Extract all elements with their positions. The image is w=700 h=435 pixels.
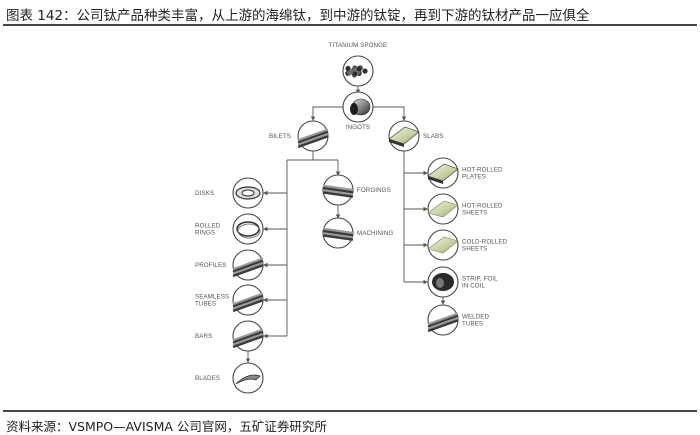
node-forgings: FORGINGS <box>322 174 391 206</box>
figure-title: 图表 142：公司钛产品种类丰富，从上游的海绵钛，到中游的钛锭，再到下游的钛材产… <box>6 8 590 24</box>
profiles-label: PROFILES <box>195 262 226 269</box>
sponge-label: TITANIUM SPONGE <box>329 42 387 49</box>
disks-label: DISKS <box>195 190 214 197</box>
strip-foil-label: STRIP, FOIL <box>462 276 498 283</box>
seamless-tubes-label: TUBES <box>195 301 216 308</box>
blades-label: BLADES <box>195 375 220 382</box>
seamless-tubes-label: SEAMLESS <box>195 294 229 301</box>
rolled-rings-label: ROLLED <box>195 223 221 230</box>
bars-label: BARS <box>195 333 212 340</box>
hot-rolled-plates-label: HOT-ROLLED <box>462 167 503 174</box>
hot-rolled-plates-label: PLATES <box>462 174 486 181</box>
node-sponge: TITANIUM SPONGE <box>329 42 387 87</box>
slabs-label: SLABS <box>423 133 443 140</box>
ingots-label: INGOTS <box>346 124 370 131</box>
node-billets: BILETS <box>269 120 329 152</box>
hot-rolled-sheets-label: SHEETS <box>462 210 487 217</box>
node-machining: MACHINING <box>322 217 393 249</box>
node-blades: BLADES <box>195 362 264 394</box>
welded-tubes-label: WELDED <box>462 314 490 321</box>
bottom-divider <box>3 410 697 412</box>
cold-rolled-sheets-label: COLD-ROLLED <box>462 239 508 246</box>
node-profiles: PROFILES <box>195 249 264 281</box>
machining-label: MACHINING <box>357 230 393 237</box>
cold-rolled-sheets-label: SHEETS <box>462 246 487 253</box>
node-ingots: INGOTS <box>342 91 374 131</box>
welded-tubes-label: TUBES <box>462 321 483 328</box>
forgings-label: FORGINGS <box>357 187 391 194</box>
connector-lines <box>245 86 446 363</box>
edge-ingots-slabs <box>372 106 407 121</box>
figure-source: 资料来源：VSMPO—AVISMA 公司官网，五矿证券研究所 <box>6 419 327 434</box>
node-disks: DISKS <box>195 177 264 209</box>
billets-label: BILETS <box>269 133 291 140</box>
edge-ingots-billets <box>310 106 344 121</box>
top-divider <box>3 24 697 26</box>
hot-rolled-sheets-label: HOT-ROLLED <box>462 203 503 210</box>
strip-foil-label: IN COIL <box>462 283 486 290</box>
node-bars: BARS <box>195 320 264 352</box>
rolled-rings-label: RINGS <box>195 230 215 237</box>
node-slabs: SLABS <box>388 120 443 152</box>
